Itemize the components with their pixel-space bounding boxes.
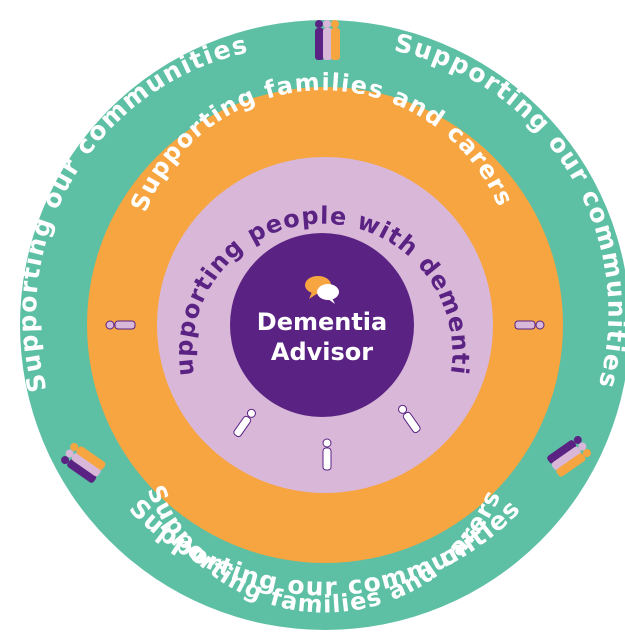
person-icon-middle-left bbox=[105, 320, 136, 330]
center-circle bbox=[230, 233, 414, 417]
group-of-people-icon-left bbox=[61, 442, 106, 483]
center-title-line2: Advisor bbox=[271, 338, 373, 366]
group-of-people-icon-right bbox=[547, 435, 591, 477]
person-icon-inner-right bbox=[398, 404, 421, 434]
person-icon-inner-left bbox=[233, 408, 256, 438]
person-icon-inner-bottom bbox=[322, 438, 332, 471]
group-of-people-icon-top bbox=[315, 20, 340, 60]
speech-bubbles-icon bbox=[305, 276, 339, 304]
center-title-line1: Dementia bbox=[257, 308, 387, 336]
person-icon-middle-right bbox=[514, 320, 545, 330]
